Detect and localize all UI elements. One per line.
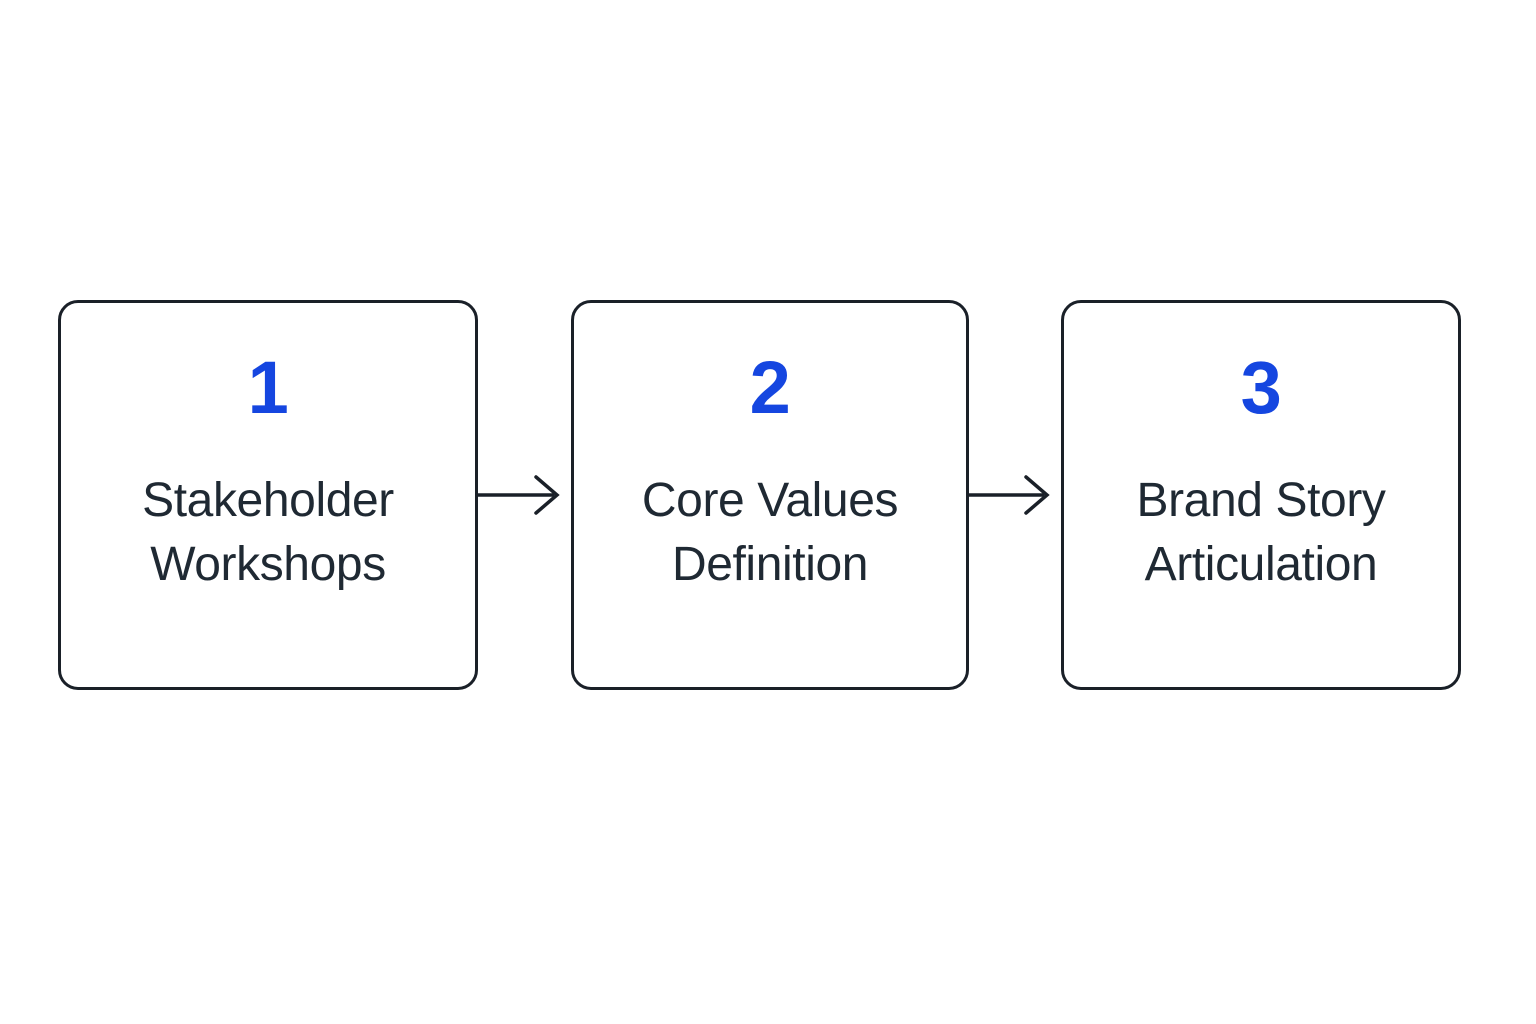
step-number-2: 2 <box>749 346 791 429</box>
step-number-1: 1 <box>247 346 289 429</box>
connector-arrow-2 <box>969 300 1061 690</box>
step-label-2: Core Values Definition <box>641 474 899 591</box>
arrow-right-icon <box>478 475 560 515</box>
connector-arrow-1 <box>478 300 571 690</box>
process-step-3[interactable]: 3 Brand Story Articulation <box>1061 300 1461 690</box>
process-step-1[interactable]: 1 Stakeholder Workshops <box>58 300 478 690</box>
step-label-3: Brand Story Articulation <box>1136 474 1386 591</box>
step-number-3: 3 <box>1240 346 1282 429</box>
arrow-right-icon <box>969 475 1050 515</box>
step-label-1: Stakeholder Workshops <box>142 474 394 591</box>
process-step-2[interactable]: 2 Core Values Definition <box>571 300 969 690</box>
process-flow-row: 1 Stakeholder Workshops 2 Core Values De… <box>58 300 1461 690</box>
